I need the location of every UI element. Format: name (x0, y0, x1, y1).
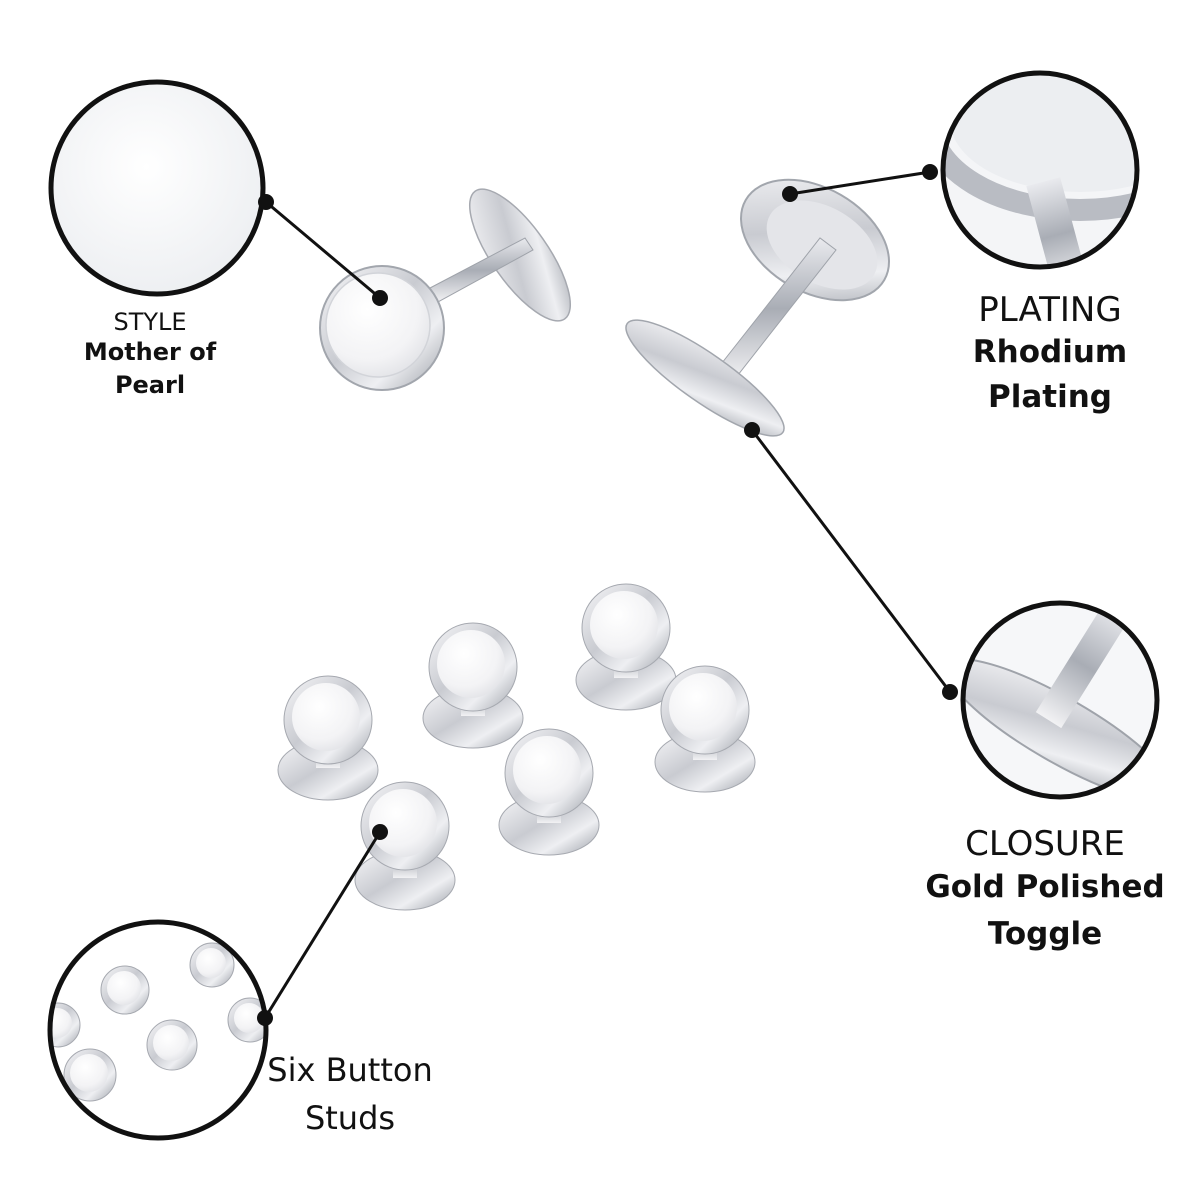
callout-studs: Six Button Studs (250, 1046, 450, 1142)
plating-label: PLATING (978, 290, 1122, 330)
plating-value: Rhodium Plating (972, 334, 1128, 416)
cufflink-front (319, 188, 572, 391)
closure-label: CLOSURE (965, 824, 1125, 864)
stud (654, 665, 756, 793)
stud (498, 728, 600, 856)
zoom-circle-closure (960, 600, 1160, 800)
zoom-circle-style (48, 79, 266, 297)
stud (277, 675, 379, 801)
callout-plating: PLATING Rhodium Plating (925, 290, 1175, 420)
callout-style: STYLE Mother of Pearl (60, 308, 240, 401)
zoom-circle-studs (47, 919, 269, 1141)
stud (575, 583, 677, 711)
stud (354, 781, 456, 911)
style-label: STYLE (113, 308, 187, 336)
closure-value: Gold Polished Toggle (925, 869, 1165, 952)
zoom-circle-plating (940, 70, 1140, 270)
leader-lines (257, 164, 958, 1026)
callout-closure: CLOSURE Gold Polished Toggle (900, 824, 1190, 957)
stud (422, 622, 524, 749)
studs-label: Six Button Studs (267, 1051, 433, 1137)
style-value: Mother of Pearl (83, 338, 217, 399)
cufflink-back (625, 178, 890, 437)
button-studs (277, 583, 756, 911)
